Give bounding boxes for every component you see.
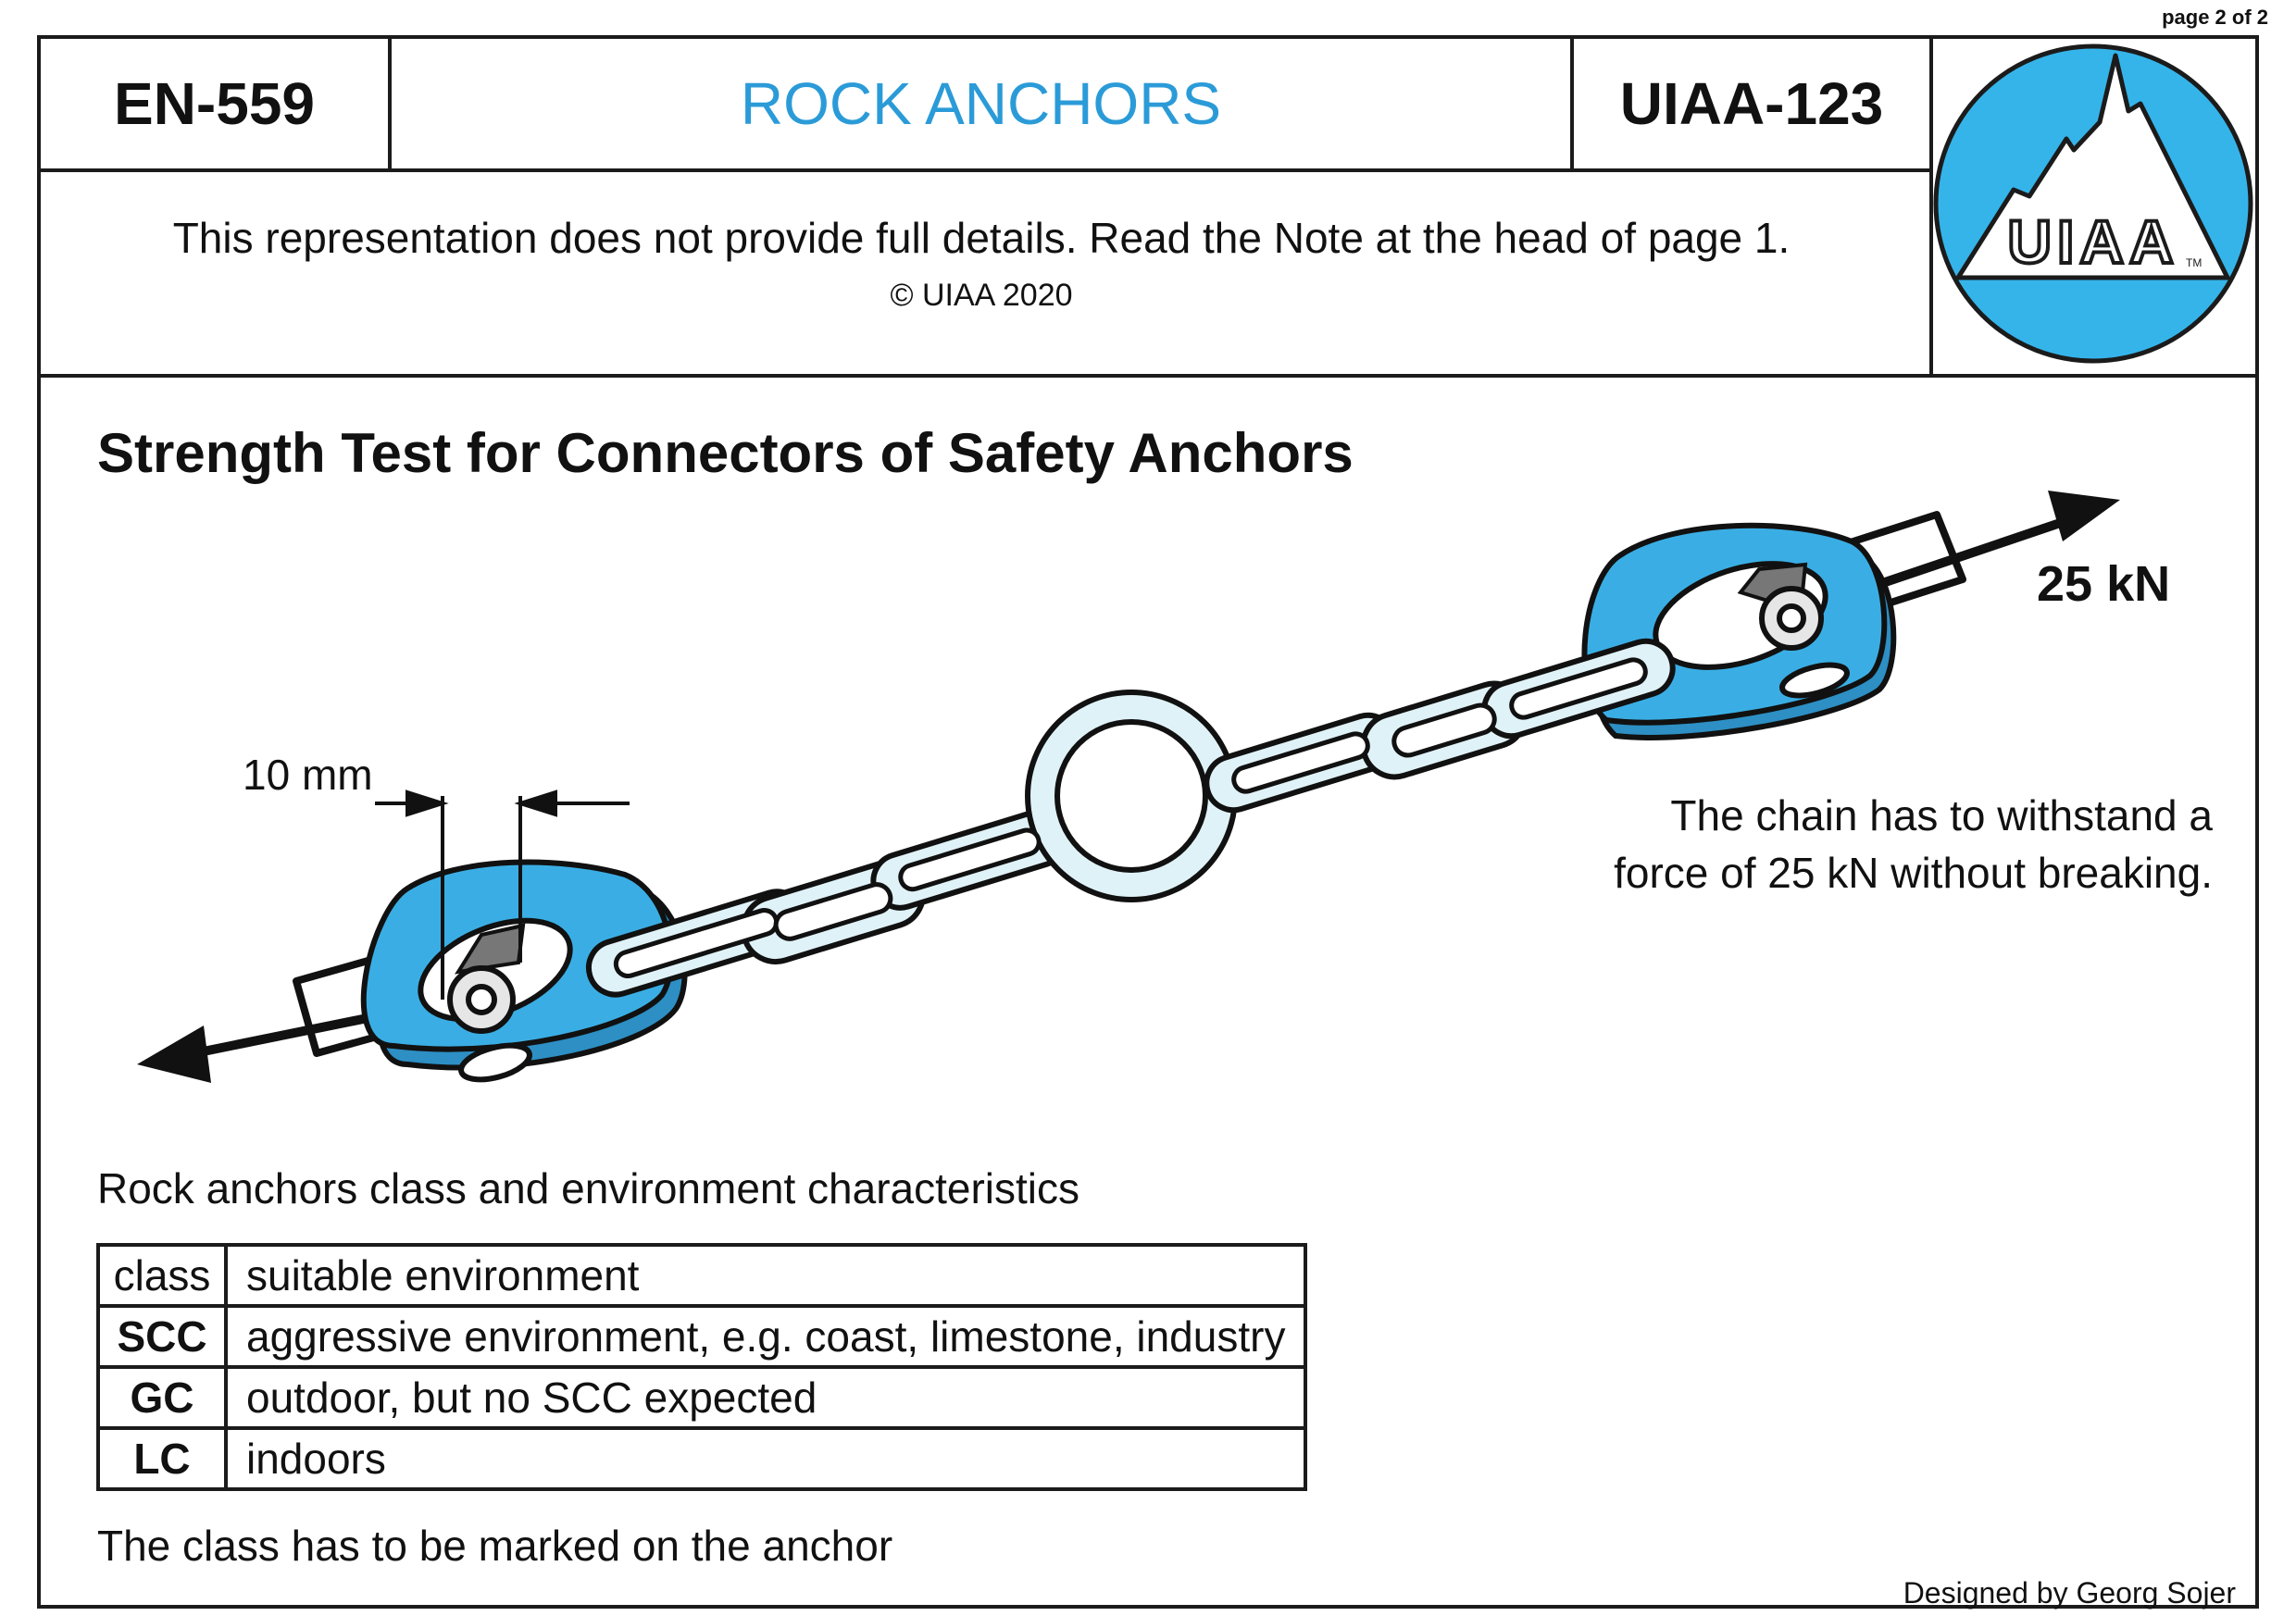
table-row: LC indoors	[96, 1426, 1308, 1491]
class-code: SCC	[96, 1304, 228, 1369]
standard-en-code: EN-559	[114, 70, 315, 137]
chain-link-holes	[613, 657, 1648, 979]
environment-description: outdoor, but no SCC expected	[223, 1365, 1308, 1430]
header-class: class	[96, 1243, 228, 1308]
header-divider-1	[388, 39, 392, 170]
class-table: class suitable environment SCC aggressiv…	[96, 1243, 1308, 1491]
left-hanger	[360, 859, 688, 1083]
header-environment: suitable environment	[223, 1243, 1308, 1308]
table-row: GC outdoor, but no SCC expected	[96, 1365, 1308, 1430]
note-rule	[41, 374, 2255, 378]
environment-description: aggressive environment, e.g. coast, lime…	[223, 1304, 1308, 1369]
document-frame: EN-559 ROCK ANCHORS UIAA-123	[37, 35, 2259, 1609]
dimension-label: 10 mm	[243, 751, 373, 799]
disclaimer-note: This representation does not provide ful…	[172, 214, 1791, 262]
environment-description: indoors	[223, 1426, 1308, 1491]
header-divider-3	[1929, 39, 1933, 376]
diagram-caption: The chain has to withstand a force of 25…	[1614, 787, 2213, 901]
class-code: GC	[96, 1365, 228, 1430]
caption-line-2: force of 25 kN without breaking.	[1614, 849, 2213, 897]
standard-uiaa-code: UIAA-123	[1619, 70, 1884, 137]
page-number: page 2 of 2	[2162, 6, 2268, 29]
document-title: ROCK ANCHORS	[740, 70, 1222, 137]
caption-line-1: The chain has to withstand a	[1670, 791, 2213, 839]
right-hanger	[1581, 522, 1897, 740]
designer-credit: Designed by Georg Sojer	[1903, 1576, 2236, 1610]
chain	[585, 638, 1676, 998]
class-code: LC	[96, 1426, 228, 1491]
table-header-row: class suitable environment	[96, 1243, 1308, 1308]
section-heading: Strength Test for Connectors of Safety A…	[97, 422, 1354, 484]
table-row: SCC aggressive environment, e.g. coast, …	[96, 1304, 1308, 1369]
force-label: 25 kN	[2037, 556, 2171, 612]
header-rule	[41, 168, 1929, 172]
dimension-marker	[375, 789, 630, 1000]
table-title: Rock anchors class and environment chara…	[97, 1164, 1080, 1212]
copyright: © UIAA 2020	[890, 278, 1073, 313]
footnote: The class has to be marked on the anchor	[97, 1522, 893, 1570]
header-divider-2	[1570, 39, 1574, 170]
